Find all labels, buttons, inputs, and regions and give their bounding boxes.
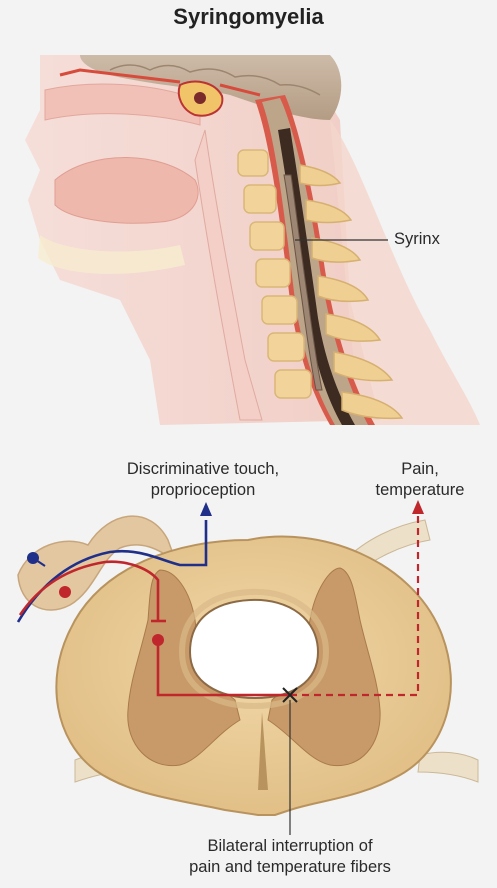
figure-title: Syringomyelia (173, 4, 324, 29)
interruption-label-line2: pain and temperature fibers (189, 858, 391, 876)
interruption-label-line1: Bilateral interruption of (207, 837, 373, 855)
pain-pathway-red (18, 560, 160, 620)
cord-cross-section (16, 500, 479, 835)
neck-skin (330, 120, 480, 425)
vertebral-bodies (237, 149, 312, 399)
ventral-median-fissure (258, 712, 268, 790)
ventral-root-right (417, 751, 479, 783)
sinus-dot (194, 92, 206, 104)
brain-folds (109, 64, 321, 96)
pain-arrowhead (412, 500, 424, 514)
interruption-label: Bilateral interruption of pain and tempe… (100, 836, 480, 878)
pharynx (194, 129, 263, 421)
pain-ascending-dashed (290, 512, 420, 697)
syrinx-label: Syrinx (394, 230, 440, 248)
touch-arrowhead (200, 502, 212, 516)
interruption-x-mark (282, 687, 298, 703)
syrinx-cavity (283, 174, 323, 391)
nasal-cavity (44, 83, 201, 126)
pain-label: Pain, temperature (350, 459, 490, 501)
pain-label-line2: temperature (375, 481, 465, 499)
syrinx-rim (178, 588, 330, 710)
sagittal-head-section (25, 55, 480, 425)
spinous-processes (299, 164, 404, 420)
touch-label-line2: proprioception (150, 481, 256, 499)
central-canal (278, 128, 355, 425)
touch-label: Discriminative touch, proprioception (98, 459, 308, 501)
syrinx-cross-section (188, 598, 320, 700)
pain-neuron-body (59, 586, 71, 598)
tongue (54, 157, 199, 224)
pain-label-line1: Pain, (401, 460, 439, 478)
pain-crossing-fiber (156, 640, 290, 697)
skull-base-line (59, 68, 261, 97)
touch-label-line1: Discriminative touch, (126, 460, 280, 478)
mandible (38, 235, 185, 274)
